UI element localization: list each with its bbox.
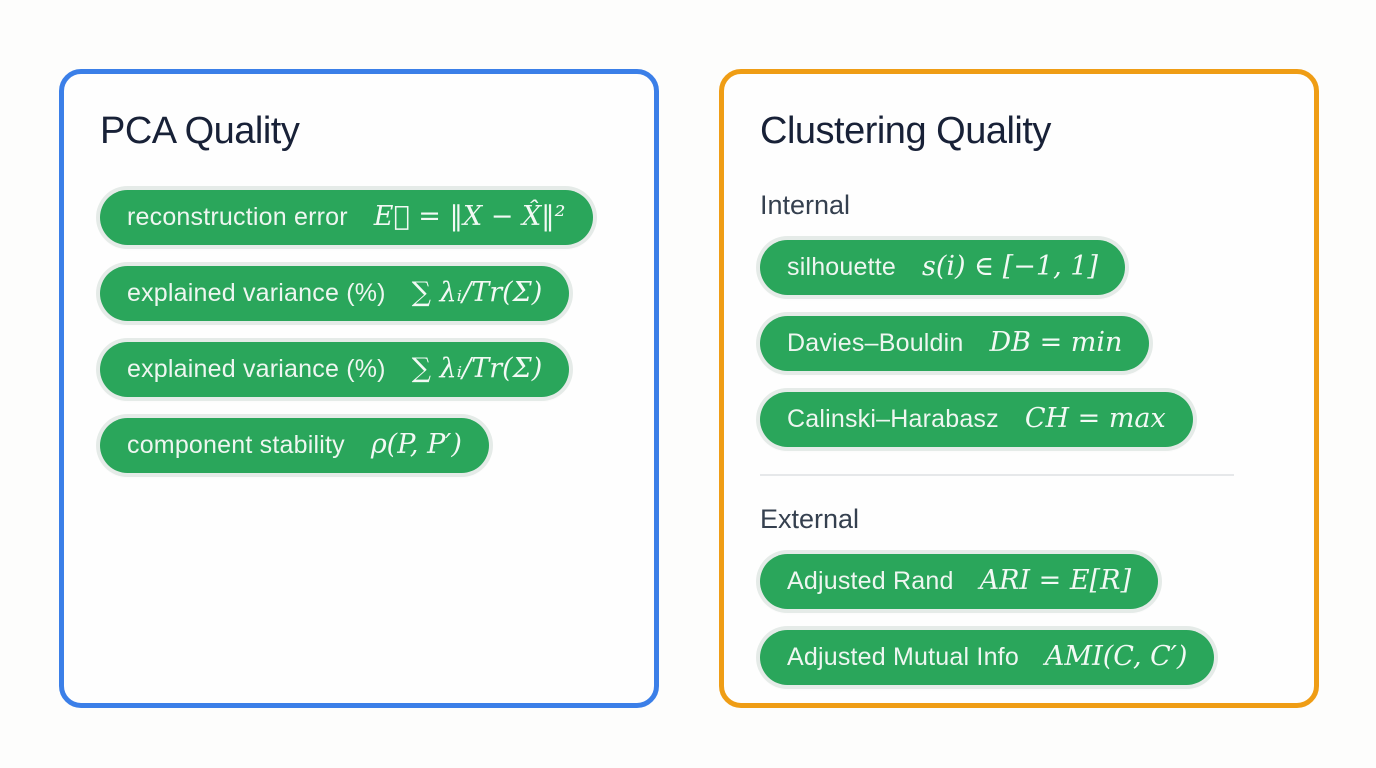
badge-formula: ∑ λᵢ/Tr(Σ) — [411, 276, 543, 308]
metric-badge-explained-variance-1: explained variance (%) ∑ λᵢ/Tr(Σ) — [100, 265, 570, 321]
badge-formula: ρ(P, P′) — [370, 428, 462, 460]
badge-label: Adjusted Rand — [787, 566, 954, 595]
pca-card-title: PCA Quality — [100, 110, 300, 152]
internal-badge-list: silhouette s(i) ∈ [−1, 1] Davies–Bouldin… — [760, 239, 1280, 468]
badge-formula: ARI = E[R] — [979, 564, 1131, 596]
badge-label: Adjusted Mutual Info — [787, 642, 1019, 671]
clustering-card-title: Clustering Quality — [760, 110, 1051, 152]
internal-metrics-section: Internal silhouette s(i) ∈ [−1, 1] Davie… — [760, 190, 1280, 468]
metric-badge-explained-variance-2: explained variance (%) ∑ λᵢ/Tr(Σ) — [100, 341, 570, 397]
clustering-quality-card: Clustering Quality Internal silhouette s… — [719, 69, 1319, 708]
metric-badge-component-stability: component stability ρ(P, P′) — [100, 417, 489, 473]
metric-badge-calinski-harabasz: Calinski–Harabasz CH = max — [760, 391, 1193, 447]
badge-label: reconstruction error — [127, 202, 348, 231]
badge-formula: E⃗ = ‖X − X̂‖² — [373, 200, 566, 232]
metric-badge-reconstruction-error: reconstruction error E⃗ = ‖X − X̂‖² — [100, 189, 593, 245]
pca-quality-card: PCA Quality reconstruction error E⃗ = ‖X… — [59, 69, 659, 708]
pca-badge-list: reconstruction error E⃗ = ‖X − X̂‖² expl… — [100, 189, 620, 494]
badge-formula: DB = min — [989, 326, 1123, 358]
metric-badge-davies-bouldin: Davies–Bouldin DB = min — [760, 315, 1150, 371]
badge-formula: s(i) ∈ [−1, 1] — [922, 250, 1098, 282]
section-divider — [760, 473, 1234, 476]
metric-badge-adjusted-mutual-info: Adjusted Mutual Info AMI(C, C′) — [760, 629, 1215, 685]
badge-label: explained variance (%) — [127, 278, 386, 307]
section-heading-external: External — [760, 503, 860, 534]
badge-formula: CH = max — [1024, 402, 1166, 434]
metric-badge-adjusted-rand: Adjusted Rand ARI = E[R] — [760, 553, 1158, 609]
section-heading-internal: Internal — [760, 189, 851, 220]
badge-label: Calinski–Harabasz — [787, 404, 999, 433]
badge-label: silhouette — [787, 252, 897, 281]
badge-label: explained variance (%) — [127, 354, 386, 383]
badge-label: component stability — [127, 430, 345, 459]
external-metrics-section: External Adjusted Rand ARI = E[R] Adjust… — [760, 504, 1280, 706]
badge-formula: ∑ λᵢ/Tr(Σ) — [411, 352, 543, 384]
badge-label: Davies–Bouldin — [787, 328, 964, 357]
badge-formula: AMI(C, C′) — [1044, 640, 1188, 672]
metric-badge-silhouette: silhouette s(i) ∈ [−1, 1] — [760, 239, 1125, 295]
external-badge-list: Adjusted Rand ARI = E[R] Adjusted Mutual… — [760, 553, 1280, 706]
